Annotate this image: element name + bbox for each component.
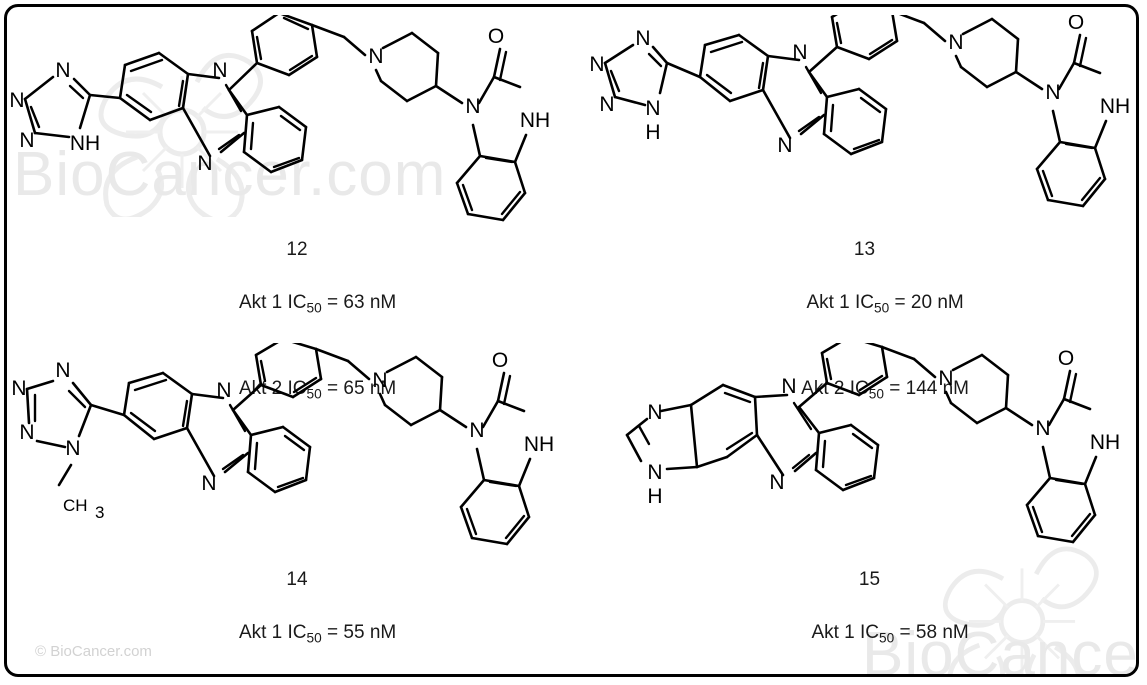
compound-14-caption: 14 Akt 1 IC50 = 55 nM Akt 2 IC50 = 332 n…	[7, 567, 587, 674]
label-quinoxaline-n4: N	[777, 134, 792, 157]
compound-14: N N N N CH 3	[7, 343, 587, 663]
label-imidazole-n1: N	[647, 401, 662, 424]
label-benzimidazolone-n1: N	[465, 95, 480, 118]
label-carbonyl-o: O	[488, 25, 504, 48]
label-carbonyl-o: O	[1058, 347, 1074, 370]
label-piperidine-n: N	[372, 369, 387, 392]
label-tetrazole-n3: N	[599, 93, 614, 116]
label-tetrazole-n2: N	[589, 53, 604, 76]
label-tetrazole-h: H	[645, 121, 660, 144]
label-tetrazole-n2: N	[9, 89, 24, 112]
compound-12-akt2: Akt 2 IC50 = 65 nM	[238, 378, 397, 402]
label-piperidine-n: N	[938, 367, 953, 390]
compound-15-akt1: Akt 1 IC50 = 58 nM	[811, 622, 969, 646]
compound-15-structure: N N H	[625, 343, 1120, 544]
label-benzimidazolone-n1: N	[469, 419, 484, 442]
label-tetrazole-n1: N	[635, 27, 650, 50]
label-quinoxaline-n1: N	[792, 41, 807, 64]
compound-14-id: 14	[286, 569, 308, 590]
label-quinoxaline-n4: N	[201, 472, 216, 495]
compound-14-akt1: Akt 1 IC50 = 55 nM	[238, 622, 397, 646]
label-quinoxaline-n1: N	[212, 59, 227, 82]
label-piperidine-n: N	[948, 31, 963, 54]
label-tetrazole-n4h: NH	[70, 132, 100, 155]
label-tetrazole-n2: N	[11, 377, 26, 400]
compound-15-caption: 15 Akt 1 IC50 = 58 nM Akt 2 IC50 = 210 n…	[597, 567, 1136, 674]
label-tetrazole-n4: N	[65, 437, 80, 460]
label-imidazole-h: H	[647, 485, 662, 508]
compound-12-akt1: Akt 1 IC50 = 63 nM	[238, 292, 397, 316]
label-tetrazole-n3: N	[19, 129, 34, 152]
label-benzimidazolone-n3h: NH	[520, 109, 550, 132]
label-benzimidazolone-n1: N	[1035, 417, 1050, 440]
label-carbonyl-o: O	[1068, 15, 1084, 34]
compound-14-structure: N N N N CH 3	[11, 343, 554, 546]
label-quinoxaline-n1: N	[216, 379, 231, 402]
label-quinoxaline-n4: N	[769, 471, 784, 494]
compound-12-structure: N N N NH	[9, 15, 550, 222]
label-tetrazole-n4: N	[645, 97, 660, 120]
label-tetrazole-n3: N	[19, 421, 34, 444]
compound-13-akt1: Akt 1 IC50 = 20 nM	[806, 292, 964, 316]
label-tetrazole-n1: N	[55, 359, 70, 382]
compound-12-caption: 12 Akt 1 IC50 = 63 nM Akt 2 IC50 = 65 nM	[7, 237, 587, 435]
label-benzimidazolone-n3h: NH	[1090, 431, 1120, 454]
label-quinoxaline-n4: N	[197, 152, 212, 175]
label-imidazole-n3: N	[647, 461, 662, 484]
copyright-notice: © BioCancer.com	[35, 643, 152, 660]
compound-13-id: 13	[853, 239, 876, 260]
compound-12-id: 12	[286, 239, 308, 260]
compound-12: N N N NH	[7, 15, 587, 402]
compound-15-id: 15	[858, 569, 881, 590]
label-benzimidazolone-n3h: NH	[1100, 95, 1130, 118]
label-benzimidazolone-n1: N	[1045, 81, 1060, 104]
label-methyl-sub: 3	[95, 503, 104, 522]
label-methyl: CH	[63, 496, 88, 515]
figure-frame: BioCancer.com BioCancer.com	[4, 4, 1139, 677]
label-benzimidazolone-n3h: NH	[524, 433, 554, 456]
label-tetrazole-n1: N	[55, 59, 70, 82]
label-carbonyl-o: O	[492, 349, 508, 372]
compound-13: N N N N H	[587, 15, 1136, 402]
label-quinoxaline-n1: N	[781, 375, 796, 398]
compound-15: N N H	[597, 343, 1136, 663]
compound-13-structure: N N N N H	[589, 15, 1130, 208]
label-piperidine-n: N	[368, 45, 383, 68]
